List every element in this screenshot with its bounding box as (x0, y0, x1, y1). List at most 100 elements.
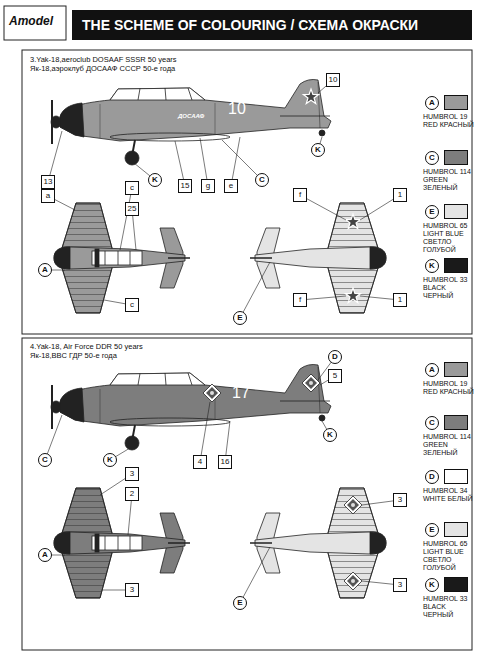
callout-text: A (429, 99, 435, 107)
callout-text: 13 (44, 178, 53, 186)
callout-text: a (46, 192, 50, 200)
colour-swatch (444, 258, 468, 273)
colour-swatch (444, 577, 468, 592)
colour-callout: E (233, 596, 247, 610)
callout-text: g (206, 182, 210, 190)
callout-text: 10 (329, 76, 338, 84)
callout-text: f (299, 296, 301, 304)
callout-text: A (42, 266, 48, 274)
colour-swatch (444, 150, 468, 165)
callout-text: c (130, 301, 134, 309)
callout-text: A (429, 366, 435, 374)
colour-callout: E (425, 523, 439, 537)
logo-frame (4, 6, 66, 40)
scheme-frame (22, 50, 472, 334)
callout-text: E (237, 599, 242, 607)
paint-legend-text: HUMBROL 114 GREEN ЗЕЛЕНЫЙ (423, 433, 477, 457)
colour-callout: A (38, 263, 52, 277)
colour-swatch (444, 95, 468, 110)
colour-callout: E (425, 205, 439, 219)
colour-callout: K (425, 259, 439, 273)
callout-text: 3 (398, 581, 402, 589)
callout-text: K (327, 431, 333, 439)
colour-swatch (444, 469, 468, 484)
aircraft-number: 17 (232, 384, 250, 402)
colour-callout: C (38, 453, 52, 467)
decal-callout: c (125, 181, 139, 195)
scheme-heading: Як-18,ВВС ГДР 50-е года (30, 352, 117, 360)
callout-text: E (429, 208, 434, 216)
decal-callout: 2 (125, 487, 139, 501)
decal-callout: f (293, 188, 307, 202)
callout-text: C (429, 154, 435, 162)
decal-callout: 10 (326, 73, 341, 87)
colour-swatch (444, 204, 468, 219)
callout-text: K (429, 581, 435, 589)
colour-callout: K (311, 143, 325, 157)
decal-callout: 13 (41, 175, 56, 189)
decal-callout: a (41, 189, 55, 203)
decal-callout: 16 (218, 455, 233, 469)
scheme-frame (22, 338, 472, 650)
paint-legend-text: HUMBROL 19 RED КРАСНЫЙ (423, 380, 477, 396)
callout-text: D (332, 353, 338, 361)
decal-callout: c (125, 298, 139, 312)
colour-callout: D (328, 350, 342, 364)
callout-text: C (429, 419, 435, 427)
callout-text: D (429, 473, 435, 481)
paint-legend-text: HUMBROL 65 LIGHT BLUE СВЕТЛО ГОЛУБОЙ (423, 540, 477, 572)
brand-logo: Amodel (9, 15, 53, 28)
decal-callout: 4 (193, 455, 207, 469)
decal-callout: f (293, 293, 307, 307)
decal-callout: 3 (125, 467, 139, 481)
colour-callout: K (425, 578, 439, 592)
leader-lines (45, 80, 400, 603)
decal-callout: 3 (393, 493, 407, 507)
callout-text: A (42, 551, 48, 559)
callout-text: K (152, 176, 158, 184)
colour-callout: K (323, 428, 337, 442)
callout-text: 3 (130, 470, 134, 478)
paint-legend-text: HUMBROL 33 BLACK ЧЕРНЫЙ (423, 595, 477, 619)
callout-text: 3 (398, 496, 402, 504)
colour-swatch (444, 362, 468, 377)
callout-text: 4 (198, 458, 202, 466)
callout-text: 2 (130, 490, 134, 498)
title-banner: THE SCHEME OF COLOURING / СХЕМА ОКРАСКИ (72, 10, 472, 40)
scheme-4-aircraft (51, 365, 386, 599)
colour-callout: K (148, 173, 162, 187)
paint-legend-text: HUMBROL 114 GREEN ЗЕЛЕНЫЙ (423, 168, 477, 192)
paint-legend-text: HUMBROL 19 RED КРАСНЫЙ (423, 113, 477, 129)
colour-callout: E (233, 311, 247, 325)
decal-callout: 15 (178, 179, 193, 193)
colour-callout: C (255, 173, 269, 187)
colour-swatch (444, 522, 468, 537)
paint-legend-text: HUMBROL 65 LIGHT BLUE СВЕТЛО ГОЛУБОЙ (423, 222, 477, 254)
callout-text: C (259, 176, 265, 184)
callout-text: C (42, 456, 48, 464)
decal-callout: 3 (125, 583, 139, 597)
callout-text: E (429, 526, 434, 534)
callout-text: E (237, 314, 242, 322)
fuselage-inscription: ДОСААФ (178, 113, 204, 120)
decal-callout: 5 (328, 369, 342, 383)
scheme-heading: Як-18,аэроклуб ДОСААФ СССР 50-е года (30, 65, 175, 73)
callout-text: 3 (130, 586, 134, 594)
callout-text: c (130, 184, 134, 192)
colour-callout: A (425, 96, 439, 110)
decal-callout: g (201, 179, 215, 193)
scheme-3-aircraft (51, 80, 386, 314)
colour-callout: C (425, 416, 439, 430)
decal-callout: 1 (393, 293, 407, 307)
aircraft-number: 10 (228, 100, 246, 118)
decal-callout: 3 (393, 578, 407, 592)
colour-callout: C (425, 151, 439, 165)
colour-callout: A (425, 363, 439, 377)
paint-legend-text: HUMBROL 34 WHITE БЕЛЫЙ (423, 487, 477, 503)
decal-callout: 1 (393, 188, 407, 202)
scheme-heading: 3.Yak-18,aeroclub DOSAAF SSSR 50 years (30, 56, 177, 64)
paint-legend-text: HUMBROL 33 BLACK ЧЕРНЫЙ (423, 276, 477, 300)
colour-callout: A (38, 548, 52, 562)
colour-callout: K (103, 453, 117, 467)
